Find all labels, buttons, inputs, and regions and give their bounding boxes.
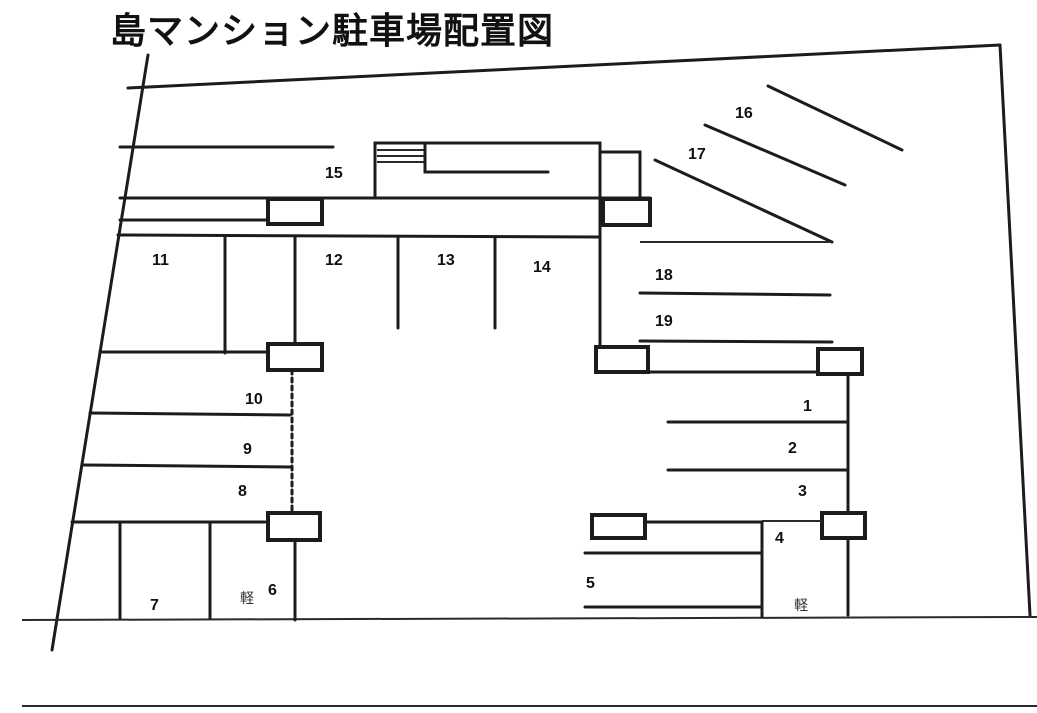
space-9: 9 xyxy=(243,441,252,458)
space-1: 1 xyxy=(803,398,812,415)
kei-label-4: 軽 xyxy=(794,598,808,614)
page-title: 島マンション駐車場配置図 xyxy=(110,11,555,52)
space-16: 16 xyxy=(735,105,753,122)
space-11: 11 xyxy=(152,252,169,269)
space-8: 8 xyxy=(238,483,247,500)
space-2: 2 xyxy=(788,440,797,457)
space-13: 13 xyxy=(437,252,455,269)
space-17: 17 xyxy=(688,146,706,163)
space-14: 14 xyxy=(533,259,551,276)
space-18: 18 xyxy=(655,267,673,284)
building-block xyxy=(116,141,652,352)
space-numbers: 1 2 3 4 5 6 7 8 9 10 11 12 13 14 15 16 1… xyxy=(150,105,812,614)
space-4: 4 xyxy=(775,530,784,547)
space-15: 15 xyxy=(325,165,343,182)
space-12: 12 xyxy=(325,252,343,269)
space-3: 3 xyxy=(798,483,807,500)
space-10: 10 xyxy=(245,391,263,408)
stall-dividers xyxy=(70,84,904,622)
space-7: 7 xyxy=(150,597,159,614)
kei-label-6: 軽 xyxy=(240,591,254,607)
site-boundary xyxy=(21,43,1037,707)
space-5: 5 xyxy=(586,575,595,592)
space-19: 19 xyxy=(655,313,673,330)
space-6: 6 xyxy=(268,582,277,599)
